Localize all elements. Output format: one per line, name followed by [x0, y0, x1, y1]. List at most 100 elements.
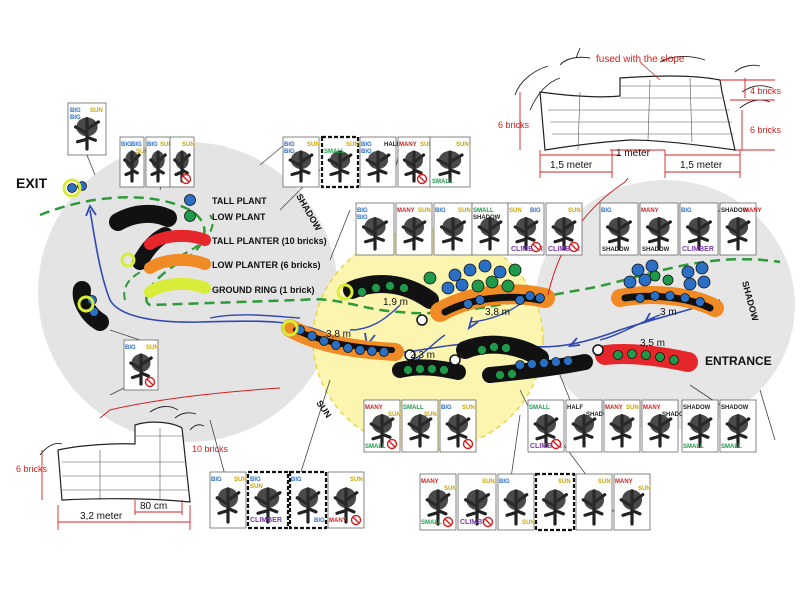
plant-card-tag-big: BIG — [499, 479, 510, 485]
tall-planter-west — [72, 281, 109, 331]
distance-4: 4 m — [515, 349, 532, 360]
plant-foliage — [427, 489, 449, 510]
plant-card-tag-sun: SUN — [182, 142, 195, 148]
no-sign-icon — [462, 438, 474, 450]
plant-card-tag-big: BIG — [284, 149, 295, 155]
entrance-label: ENTRANCE — [705, 354, 772, 368]
plant-card: SUN — [534, 472, 576, 532]
legend-swatch-tall-plant — [184, 194, 196, 206]
plant-card-tag-many: MANY — [397, 208, 415, 214]
plant-foliage — [649, 414, 671, 434]
plant-foliage — [403, 217, 425, 237]
legend-label-low-planter: LOW PLANTER (6 bricks) — [212, 260, 321, 270]
plant-card-tag-climber: CLIMBER — [460, 519, 492, 526]
section-top-width-left: 1,5 meter — [550, 160, 593, 171]
plant-card-tag-many: MANY — [399, 142, 417, 148]
plant-card-tag-sun: SUN — [568, 208, 581, 214]
section-bottom-leader — [99, 387, 281, 419]
plant-card-tag-many: MANY — [641, 208, 659, 214]
plant-card-tag-many: MANY — [421, 479, 439, 485]
plant-card-tag-small: SMALL — [324, 149, 345, 155]
no-sign-icon — [530, 241, 542, 253]
section-bottom-height-right: 10 bricks — [192, 444, 229, 454]
section-top-height-right-bottom: 6 bricks — [750, 125, 782, 135]
distance-3: 3 m — [660, 307, 677, 318]
plant-foliage — [688, 217, 710, 237]
plant-card-tag-sun: SUN — [350, 477, 363, 483]
plant-card-tag-many: MANY — [605, 405, 623, 411]
plant-foliage — [727, 217, 749, 237]
plant-card-tag-many: MANY — [329, 518, 347, 524]
exit-label: EXIT — [16, 175, 48, 191]
plant-card-tag-half: HALF — [567, 405, 583, 411]
distance-3-8-left: 3,8 m — [326, 329, 351, 340]
plant-foliage — [217, 487, 239, 508]
no-sign-icon — [386, 438, 398, 450]
plant-card-tag-big: BIG — [601, 208, 612, 214]
plant-card: BIG SUN — [123, 339, 159, 391]
plant-card-tag-sun: SUN — [456, 142, 469, 148]
plant-card: SUN — [575, 473, 613, 531]
plant-card-tag-climber: CLIMBER — [530, 443, 562, 450]
plant-card-tag-big: BIG — [131, 142, 142, 148]
plant-card-tag-sun: SUN — [146, 345, 159, 351]
tall-planter-exit — [109, 204, 177, 231]
plant-card: BIG SUN — [497, 473, 535, 531]
distance-1-9: 1,9 m — [383, 297, 408, 308]
distance-labels: 1,9 m 3,8 m 3,8 m 2,3 m 4 m 3 m 3,5 m — [326, 297, 677, 361]
plant-card-tag-climber: CLIMBER — [250, 517, 282, 524]
no-sign-icon — [144, 376, 156, 388]
plant-card-tag-sun: SUN — [136, 149, 149, 155]
plant-card-tag-big: BIG — [147, 142, 158, 148]
legend-swatch-low-plant — [184, 210, 196, 222]
plant-foliage — [505, 489, 527, 510]
legend: TALL PLANT LOW PLANT TALL PLANTER (10 br… — [144, 194, 327, 298]
legend-label-tall-planter: TALL PLANTER (10 bricks) — [212, 236, 327, 246]
section-bottom: 6 bricks 10 bricks 3,2 meter 80 cm — [16, 406, 229, 530]
legend-label-tall-plant: TALL PLANT — [212, 196, 267, 206]
plant-card-tag-big: BIG — [125, 345, 136, 351]
plant-foliage — [535, 414, 557, 434]
plant-card-tag-sun: SUN — [509, 208, 522, 214]
plant-card-tag-half: HALF — [384, 142, 400, 148]
plant-foliage — [442, 217, 464, 237]
section-top-height-left: 6 bricks — [498, 120, 530, 130]
plant-card-tag-big: BIG — [441, 405, 452, 411]
legend-swatch-tall-planter — [144, 229, 211, 250]
plant-foliage — [256, 487, 280, 508]
plant-foliage — [329, 151, 351, 169]
plant-card-tag-sun: SUN — [522, 520, 535, 526]
plant-card-tag-shadow: SHADOW — [602, 247, 630, 253]
plant-card-tag-sun: SUN — [418, 208, 431, 214]
plant-card-tag-big: BIG — [357, 215, 368, 221]
plant-card-tag-small: SMALL — [683, 444, 704, 450]
plant-card-tag-big: BIG — [357, 208, 368, 214]
plant-card-tag-sun: SUN — [458, 208, 471, 214]
plant-foliage — [371, 414, 393, 434]
sun-label: SUN — [314, 398, 333, 419]
dashed-walk-path — [39, 196, 781, 315]
plant-foliage — [76, 117, 98, 137]
plant-card-tag-sun: SUN — [420, 142, 433, 148]
plant-card-tag-big: BIG — [291, 477, 302, 483]
no-sign-icon — [568, 241, 580, 253]
plant-card-tag-big: BIG — [530, 208, 541, 214]
no-sign-icon — [550, 438, 562, 450]
plant-card: BIG SHADOW — [599, 202, 639, 256]
section-top: fused with the slope 6 bricks 4 bricks 6… — [498, 47, 782, 178]
plant-card-tag-small: SMALL — [421, 520, 442, 526]
